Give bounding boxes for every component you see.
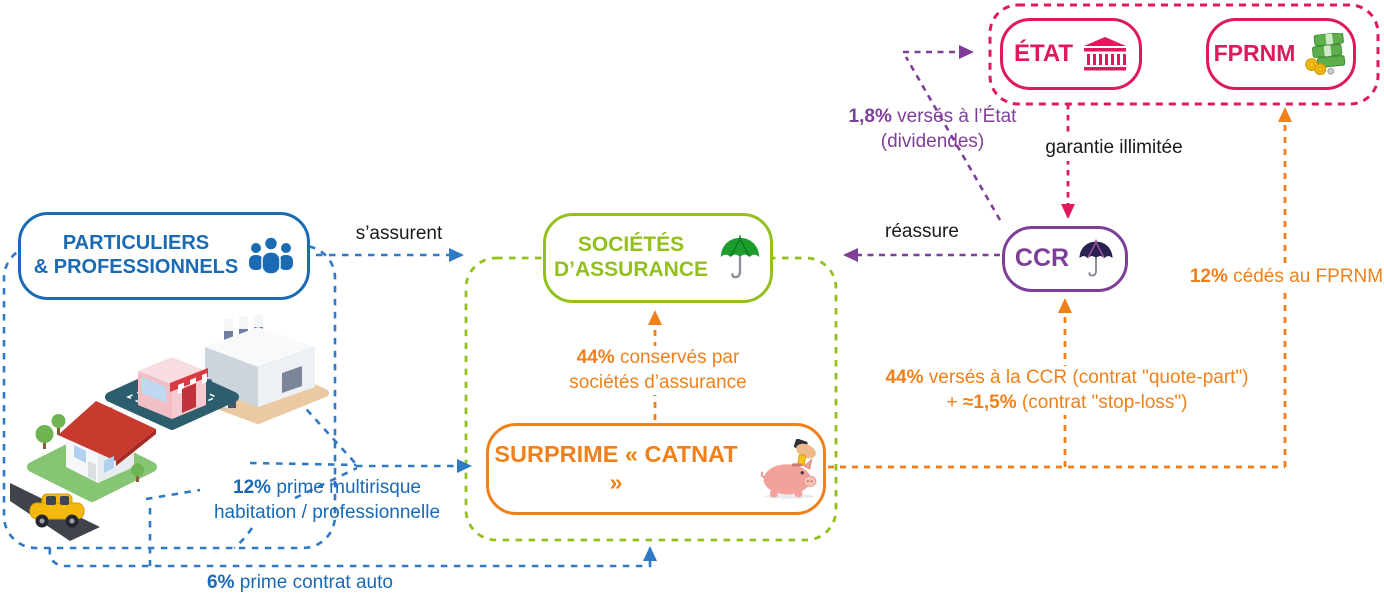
- node-societes-line1: SOCIÉTÉS: [577, 233, 685, 257]
- bank-building-icon: [1084, 37, 1127, 71]
- house-illustration: [10, 401, 157, 541]
- insurers-group-container: [464, 256, 838, 542]
- node-societes-line2: D’ASSURANCE: [553, 258, 708, 281]
- line-feeder-mid: [294, 466, 358, 500]
- label-garantie: garantie illimitée: [1030, 136, 1198, 161]
- state-group-container: [988, 3, 1380, 106]
- node-fprnm-label: FPRNM: [1213, 40, 1296, 67]
- label-cedes-fprnm-rest: cédés au FPRNM: [1227, 266, 1384, 287]
- label-conserves-pct: 44%: [576, 347, 615, 368]
- node-societes-assurance: SOCIÉTÉS D’ASSURANCE: [543, 213, 773, 303]
- label-conserves-rest: conservés par: [614, 347, 740, 368]
- people-icon: [249, 236, 294, 275]
- node-particuliers: PARTICULIERS & PROFESSIONNELS: [18, 212, 310, 300]
- line-feeder-house: [145, 488, 201, 501]
- line-feeder-factory: [297, 399, 357, 465]
- node-particuliers-line1: PARTICULIERS: [62, 232, 210, 255]
- label-verses-ccr-line2-rest: (contrat "stop-loss"): [1016, 391, 1188, 413]
- node-ccr-label: CCR: [1014, 244, 1070, 273]
- label-conserves: 44% conservés par sociétés d’assurance: [530, 346, 786, 396]
- line-feeder-shop: [249, 461, 357, 467]
- label-prime-auto-pct: 6%: [207, 572, 235, 593]
- label-prime-multirisque-line2: habitation / professionnelle: [213, 501, 441, 523]
- node-etat-label: ÉTAT: [1013, 39, 1074, 67]
- node-surprime-label: SURPRIME « CATNAT »: [494, 441, 738, 495]
- label-reassure: réassure: [860, 220, 984, 245]
- node-etat: ÉTAT: [1000, 18, 1142, 90]
- node-societes-label: SOCIÉTÉS D’ASSURANCE: [554, 233, 708, 283]
- line-dividendes-diagonal: [904, 56, 1002, 221]
- money-stack-icon: [1305, 33, 1346, 75]
- label-dividendes: 1,8% versés à l’État (dividendes): [840, 105, 1025, 154]
- label-reassure-text: réassure: [885, 221, 959, 242]
- insured-illustration: [10, 315, 329, 541]
- node-surprime-catnat: SURPRIME « CATNAT »: [486, 423, 826, 515]
- node-fprnm: FPRNM: [1206, 18, 1356, 90]
- label-assurent-text: s’assurent: [355, 223, 443, 244]
- label-prime-auto: 6% prime contrat auto: [150, 571, 450, 596]
- label-assurent: s’assurent: [337, 222, 461, 247]
- label-conserves-line2: sociétés d’assurance: [569, 371, 747, 393]
- line-auto-to-surprime: [48, 546, 657, 568]
- label-prime-multirisque-pct: 12%: [233, 477, 272, 498]
- label-verses-ccr-pct: 44%: [885, 367, 924, 388]
- piggy-bank-icon: [760, 439, 817, 499]
- label-cedes-fprnm: 12% cédés au FPRNM: [1183, 265, 1384, 290]
- node-particuliers-label: PARTICULIERS & PROFESSIONNELS: [34, 232, 238, 279]
- label-prime-multirisque: 12% prime multirisque habitation / profe…: [172, 476, 482, 525]
- node-ccr: CCR: [1002, 226, 1128, 292]
- label-dividendes-rest: versés à l’État: [891, 106, 1017, 127]
- label-garantie-text: garantie illimitée: [1045, 137, 1183, 158]
- label-prime-auto-rest: prime contrat auto: [234, 572, 393, 593]
- label-verses-ccr-line2-pct: ≈1,5%: [962, 391, 1017, 413]
- label-verses-ccr-line2-prefix: +: [946, 391, 963, 413]
- green-umbrella-icon: [720, 235, 760, 279]
- label-verses-ccr-rest: versés à la CCR (contrat "quote-part"): [923, 367, 1249, 388]
- purple-umbrella-icon: [1079, 239, 1113, 277]
- label-dividendes-pct: 1,8%: [848, 106, 892, 127]
- node-particuliers-line2: & PROFESSIONNELS: [33, 256, 239, 278]
- label-cedes-fprnm-pct: 12%: [1189, 266, 1228, 287]
- label-dividendes-line2: (dividendes): [880, 130, 985, 152]
- shop-illustration: [105, 357, 239, 430]
- label-prime-multirisque-rest: prime multirisque: [271, 477, 421, 498]
- car-illustration: [29, 493, 85, 528]
- line-label-connector: [233, 527, 254, 550]
- label-verses-ccr: 44% versés à la CCR (contrat "quote-part…: [852, 366, 1282, 416]
